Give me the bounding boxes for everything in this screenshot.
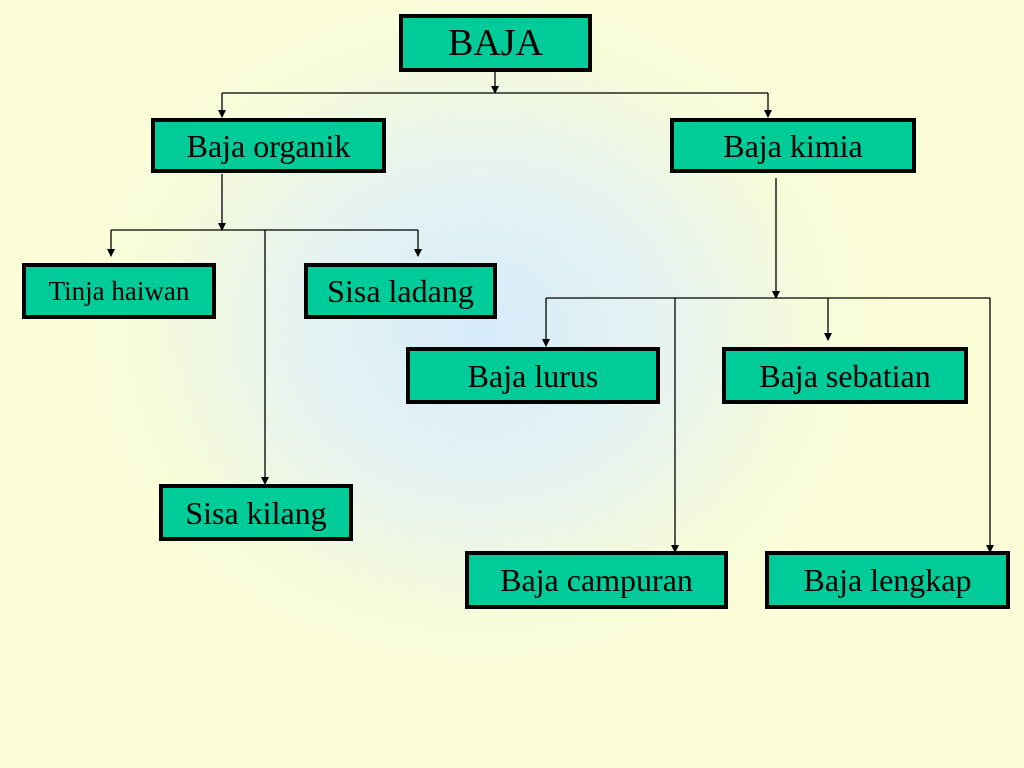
node-sisa-ladang: Sisa ladang: [304, 263, 497, 319]
node-baja-lurus: Baja lurus: [406, 347, 660, 404]
node-baja-organik: Baja organik: [151, 118, 386, 173]
node-sisa-kilang: Sisa kilang: [159, 484, 353, 541]
node-baja-kimia: Baja kimia: [670, 118, 916, 173]
node-baja-sebatian: Baja sebatian: [722, 347, 968, 404]
node-baja-lengkap: Baja lengkap: [765, 551, 1010, 609]
node-baja: BAJA: [399, 14, 592, 72]
node-baja-campuran: Baja campuran: [465, 551, 728, 609]
node-tinja-haiwan: Tinja haiwan: [22, 263, 216, 319]
